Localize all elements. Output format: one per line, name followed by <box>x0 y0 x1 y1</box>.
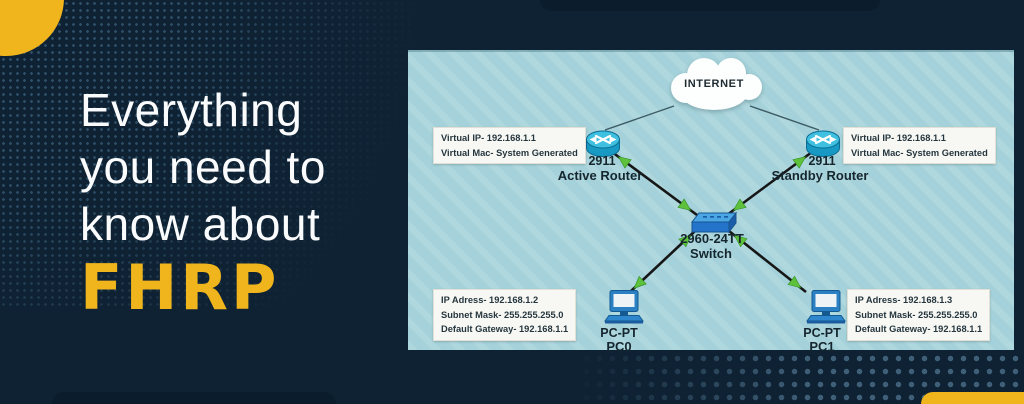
switch-icon <box>690 211 738 234</box>
link-status-arrows <box>617 156 807 289</box>
headline-line-3: know about <box>80 198 321 250</box>
virtual-mac-line: Virtual Mac- System Generated <box>441 147 578 158</box>
network-diagram-panel: INTERNET 2911 Active Router Virtual IP- … <box>408 50 1014 354</box>
pc1-model: PC-PT <box>803 326 841 340</box>
active-router-icon <box>586 130 620 157</box>
pc1-name: PC1 <box>809 339 835 354</box>
internet-label: INTERNET <box>684 78 744 90</box>
pc0-model: PC-PT <box>600 326 638 340</box>
green-arrow-icon <box>617 156 632 169</box>
green-arrow-icon <box>678 234 692 248</box>
subnet-mask-line: Subnet Mask- 255.255.255.0 <box>441 309 564 320</box>
link-internet-standby-router <box>749 105 820 131</box>
green-arrow-icon <box>633 275 647 289</box>
active-router-model: 2911 <box>588 154 616 168</box>
headline: Everything you need to know about FHRP <box>80 82 420 321</box>
subnet-mask-line: Subnet Mask- 255.255.255.0 <box>855 309 978 320</box>
switch-name: Switch <box>690 246 732 261</box>
green-arrow-icon <box>732 198 747 211</box>
headline-highlight-fhrp: FHRP <box>80 251 280 324</box>
halftone-dots-top-left <box>0 0 480 310</box>
green-arrow-icon <box>792 156 807 169</box>
default-gateway-line: Default Gateway- 192.168.1.1 <box>855 324 983 334</box>
green-arrow-icon <box>787 275 802 289</box>
bottom-yellow-decoration <box>921 392 1024 404</box>
headline-line-1: Everything <box>80 84 303 136</box>
virtual-ip-line: Virtual IP- 192.168.1.1 <box>441 133 536 143</box>
internet-cloud-icon <box>671 58 762 110</box>
pc0-icon <box>604 290 644 324</box>
standby-router-name: Standby Router <box>771 168 869 183</box>
virtual-ip-line: Virtual IP- 192.168.1.1 <box>851 133 946 143</box>
ip-address-line: IP Adress- 192.168.1.2 <box>441 295 539 305</box>
top-card-decoration <box>540 0 880 11</box>
link-internet-active-router <box>604 105 675 131</box>
active-router-name: Active Router <box>557 168 643 183</box>
pc0-name: PC0 <box>606 339 632 354</box>
green-arrow-icon <box>733 234 748 248</box>
headline-line-2: you need to <box>80 141 326 193</box>
standby-router-model: 2911 <box>808 154 836 168</box>
ip-address-line: IP Adress- 192.168.1.3 <box>855 295 953 305</box>
standby-router-info-box: Virtual IP- 192.168.1.1 Virtual Mac- Sys… <box>843 127 996 164</box>
pc0-info-box: IP Adress- 192.168.1.2 Subnet Mask- 255.… <box>433 289 577 341</box>
bottom-card-decoration <box>52 392 336 404</box>
standby-router-icon <box>806 130 840 157</box>
default-gateway-line: Default Gateway- 192.168.1.1 <box>441 324 569 334</box>
pc1-icon <box>806 290 846 324</box>
green-arrow-icon <box>677 198 692 211</box>
switch-model: 2960-24TT <box>680 231 744 246</box>
network-links <box>604 105 820 294</box>
active-router-info-box: Virtual IP- 192.168.1.1 Virtual Mac- Sys… <box>433 127 586 164</box>
pc1-info-box: IP Adress- 192.168.1.3 Subnet Mask- 255.… <box>847 289 991 341</box>
virtual-mac-line: Virtual Mac- System Generated <box>851 147 988 158</box>
